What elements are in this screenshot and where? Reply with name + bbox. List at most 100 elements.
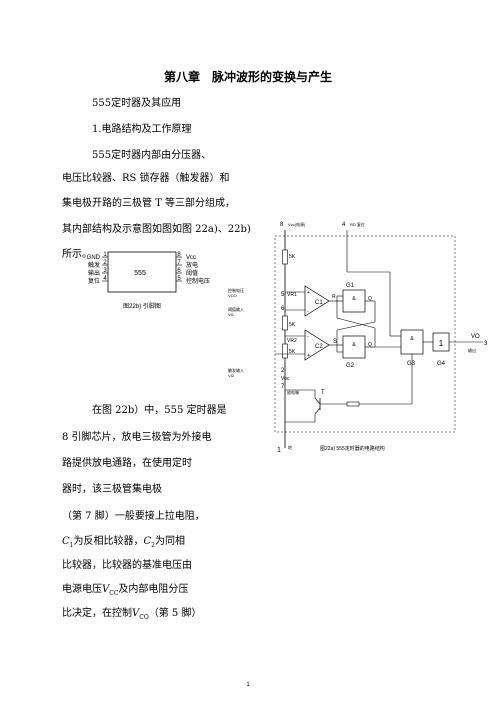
pin-number: 3 [484, 341, 488, 347]
plus-sign: + [307, 290, 310, 296]
comparator-label: C1 [315, 300, 323, 306]
pin-number: 6 [281, 306, 285, 312]
pin-label: 阈值 [186, 269, 198, 277]
text-span: （第 5 脚） [148, 608, 202, 619]
page-number: 1 [246, 682, 250, 688]
text-span: 及内部电阻分压 [118, 584, 189, 595]
resistor-label: 5K [289, 349, 296, 355]
figure-22b-pinout: 555 1 2 3 4 8 7 6 5 GND 触发 输出 复位 Vcc 放电 … [60, 248, 220, 318]
math-subscript: 2 [151, 542, 155, 549]
math-symbol: V [132, 608, 140, 619]
pin-label: 触发 [88, 261, 100, 269]
pin-number: 7 [281, 384, 285, 390]
pin-number: 4 [342, 222, 346, 228]
body-text-line: 8 引脚芯片，放电三极管为外接电 [62, 432, 212, 443]
pin-label: 放电端 [287, 389, 299, 395]
pin-label: 输出 [468, 347, 476, 353]
pin-label: GND [87, 255, 101, 261]
page-title: 第八章 脉冲波形的变换与产生 [163, 70, 332, 84]
pin-label: VI2 [228, 373, 235, 378]
body-text-line: 比决定，在控制VCO（第 5 脚） [62, 608, 201, 624]
resistor [282, 315, 288, 331]
pin-number: 1 [103, 252, 107, 258]
body-text-line: 集电极开路的三极管 T 等三部分组成， [62, 198, 236, 209]
comparator-c1 [304, 285, 330, 317]
body-text-line: 在图 22b）中，555 定时器是 [92, 405, 227, 416]
pin-number: 5 [177, 276, 181, 282]
pin-label: VI1 [228, 312, 235, 317]
pin-number: 8 [280, 222, 284, 228]
text-span: 比决定，在控制 [62, 608, 132, 619]
comparator-c2 [304, 329, 330, 361]
figure-caption: 图22b) 引脚图 [123, 302, 161, 310]
input-s: S [333, 339, 337, 345]
gate-symbol: & [352, 296, 356, 302]
pin-number: 5 [281, 292, 285, 298]
math-subscript: CO [139, 614, 149, 621]
pin-label: 控制电压 [228, 287, 244, 293]
resistor-label: 5K [289, 254, 296, 260]
body-text-line: C1为反相比较器，C2为同相 [62, 536, 185, 552]
body-text-line: 比较器，比较器的基准电压由 [62, 560, 192, 571]
gate-symbol: & [410, 336, 414, 342]
subsection-heading: 1.电路结构及工作原理 [92, 124, 192, 135]
math-subscript: 1 [69, 542, 74, 549]
resistor-label: 5K [289, 322, 296, 328]
section-heading: 555定时器及其应用 [92, 98, 182, 109]
pin-number: 7 [177, 260, 181, 266]
body-text-line: 电源电压VCC及内部电阻分压 [62, 584, 188, 600]
minus-sign: - [307, 334, 309, 340]
body-text-line: 电压比较器、RS 锁存器（触发器）和 [62, 173, 230, 184]
gate-label: G1 [346, 283, 355, 289]
reference-label: VR2 [287, 338, 297, 344]
comparator-label: C2 [315, 344, 323, 350]
circuit-diagram: 8 Vcc(电源) 4 RD 复位 5K 5K 5K 5 控制电压 VCO 6 … [228, 221, 488, 454]
transistor-label: T [321, 390, 325, 396]
body-text-line: （第 7 脚）一般要接上拉电阻， [62, 511, 205, 522]
output-qbar: Q [368, 296, 372, 302]
pin-label: 控制电压 [186, 277, 210, 285]
math-symbol: V [102, 584, 110, 595]
pin-label: 放电 [186, 261, 198, 269]
gate-symbol: 1 [439, 339, 444, 348]
pin-label: 复位 [88, 277, 100, 285]
reference-label: VR1 [287, 292, 297, 298]
body-text-line: 路提供放电通路，在使用定时 [62, 458, 192, 469]
pin-number: 4 [103, 276, 107, 282]
pin-number: 2 [281, 368, 285, 374]
resistor [282, 343, 288, 359]
pin-number: 1 [277, 447, 281, 454]
pin-number: 6 [177, 268, 181, 274]
pin-label: 阈值输入 [228, 306, 244, 312]
pin-label: 触发输入 [228, 367, 244, 373]
body-text-line: 所示。 [62, 249, 92, 260]
pin-number: 3 [103, 268, 107, 274]
pin-label: RD 复位 [350, 221, 365, 227]
math-symbol: C [62, 536, 70, 547]
chip-outline [274, 235, 456, 433]
text-span: 为同相 [154, 536, 185, 547]
gate-label: G2 [346, 363, 355, 369]
input-r: R [332, 294, 336, 300]
pin-number: 8 [177, 252, 181, 258]
output-q: Q [368, 342, 372, 348]
chip-body [107, 251, 177, 293]
output-label: VO [471, 334, 480, 340]
body-text-line: 555定时器内部由分压器、 [92, 150, 212, 161]
body-text-line: 其内部结构及示意图如图如图 22a)、22b) [62, 224, 251, 235]
body-text-line: 器时，该三极管集电极 [62, 484, 162, 495]
resistor [346, 401, 360, 407]
math-subscript: CC [109, 590, 119, 597]
pin-label: VCO [228, 293, 237, 298]
gate-label: G4 [437, 361, 446, 367]
pin-label: 输出 [88, 269, 100, 277]
gate-symbol: & [352, 342, 356, 348]
gate-label: G3 [407, 361, 416, 367]
pin-label: Vcc [186, 255, 196, 261]
voc-label: Voc [281, 376, 290, 382]
pin-number: 2 [103, 260, 107, 266]
math-symbol: C [143, 536, 152, 547]
minus-sign: - [307, 309, 309, 315]
text-span: 为反相比较器， [73, 536, 144, 547]
pinout-diagram: 555 1 2 3 4 8 7 6 5 GND 触发 输出 复位 Vcc 放电 … [87, 251, 210, 310]
